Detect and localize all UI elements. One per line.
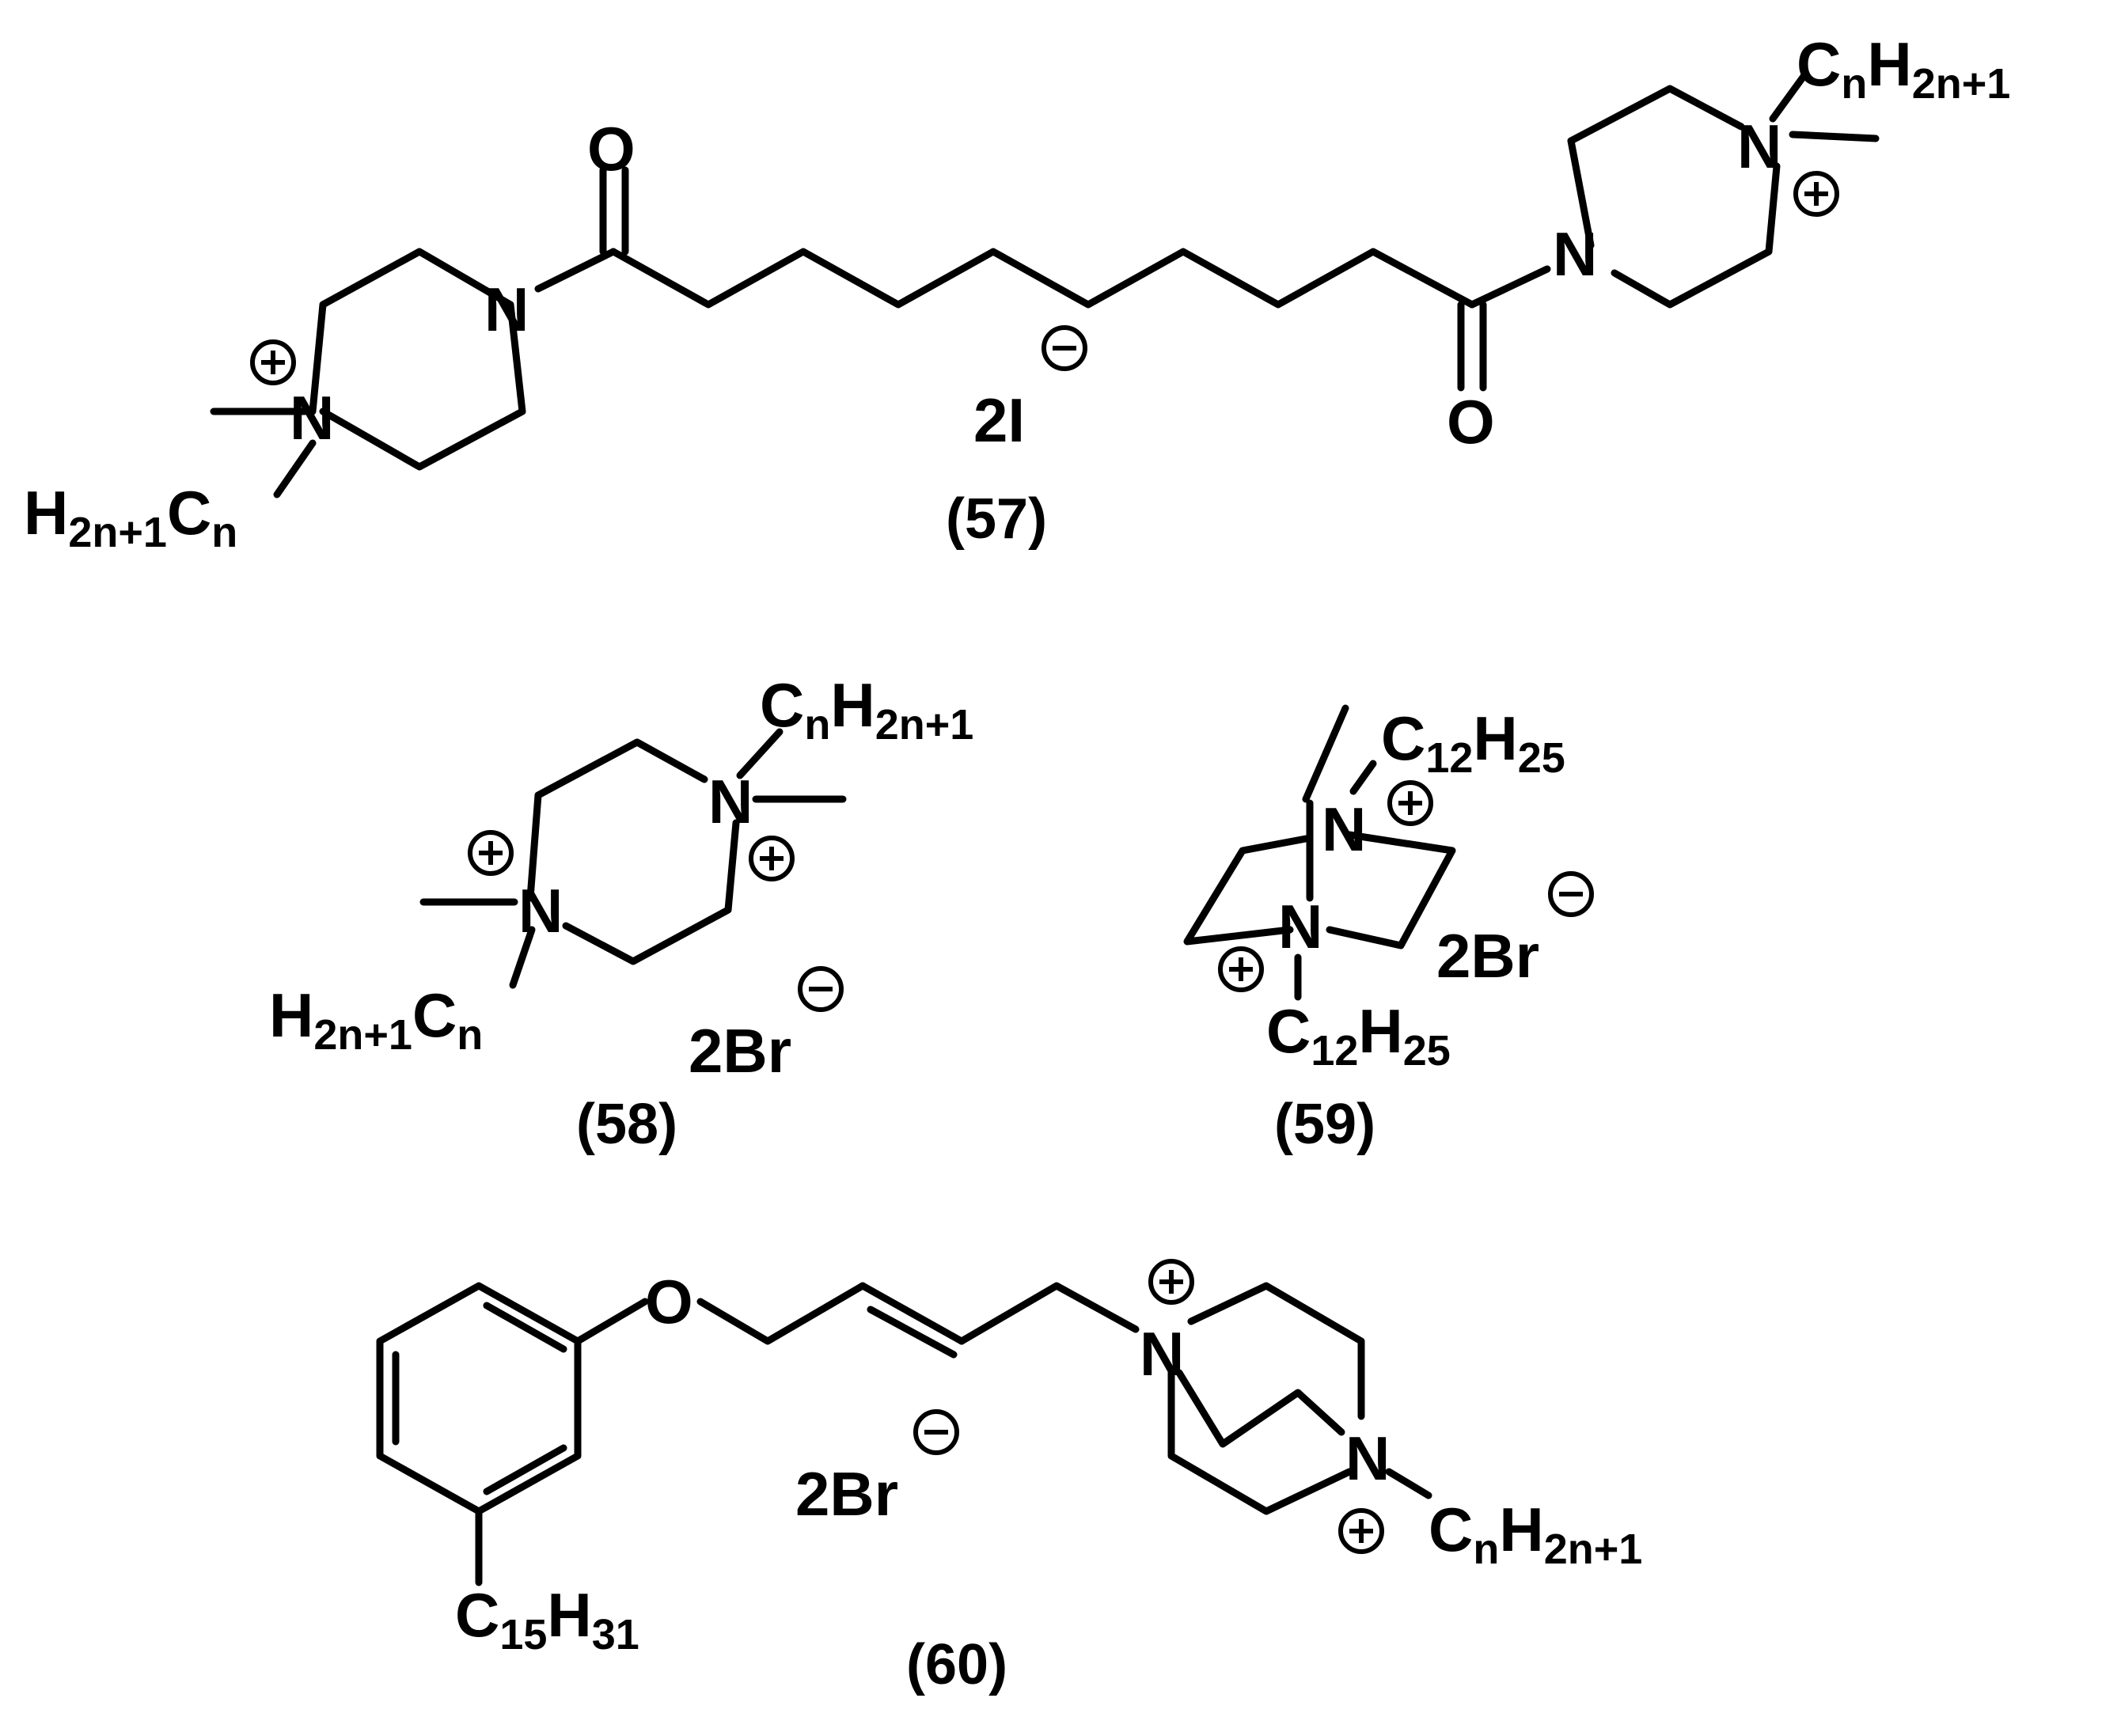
left-amide-nitrogen: N xyxy=(484,275,529,344)
iodide-minus-charge xyxy=(1042,325,1087,371)
compound-60-counterion: 2Br xyxy=(795,1459,898,1529)
right-quaternary-nitrogen: N xyxy=(1737,112,1781,181)
lower-alkyl-label: H2n+1Cn xyxy=(269,980,483,1059)
cage-lower xyxy=(1167,1369,1353,1515)
compound-57-caption: (57) xyxy=(946,487,1047,551)
right-plus-charge xyxy=(1793,171,1839,217)
compound-59-bonds xyxy=(1183,704,1456,1001)
alkyl-chain xyxy=(609,248,1476,309)
compound-57-bonds xyxy=(210,71,1880,498)
compound-58-counterion: 2Br xyxy=(689,1016,791,1086)
allyl-chain xyxy=(958,1282,1140,1345)
alkyl-label: CnH2n+1 xyxy=(1429,1495,1642,1573)
plus-charge-1 xyxy=(1148,1259,1194,1305)
quaternary-nitrogen-1: N xyxy=(1140,1319,1184,1389)
compound-59-atoms: N N xyxy=(1278,794,1366,961)
c-symbol: C xyxy=(167,478,211,548)
right-piperazine-upper xyxy=(1567,85,1745,249)
alkyl-bond-right xyxy=(736,728,784,779)
left-amide-bond xyxy=(534,248,617,293)
compound-59-caption: (59) xyxy=(1274,1093,1375,1156)
left-n-alkyl-bond xyxy=(273,439,317,498)
compound-57: N N O O N N H2n+1Cn CnH2n+1 2I (57) xyxy=(24,29,2010,556)
lower-plus-charge xyxy=(1218,946,1264,992)
left-piperazine-ring xyxy=(309,248,526,471)
piperazine-upper xyxy=(526,738,708,902)
c-symbol: C xyxy=(1797,29,1841,99)
pentadecyl-label: C15H31 xyxy=(455,1580,639,1658)
left-carbonyl-oxygen: O xyxy=(587,114,636,184)
quaternary-nitrogen-2: N xyxy=(1345,1423,1390,1493)
alkyl-bond-left xyxy=(509,926,536,989)
bridge-top-1 xyxy=(1302,704,1349,803)
bromide-minus-charge xyxy=(913,1409,959,1455)
right-piperazine-lower xyxy=(1611,162,1781,309)
upper-quaternary-nitrogen: N xyxy=(1322,794,1366,864)
compound-60: O N N C15H31 CnH2n+1 2Br (60) xyxy=(376,1259,1642,1696)
h-symbol: H xyxy=(1867,29,1911,99)
lower-quaternary-nitrogen: N xyxy=(518,876,563,946)
compound-60-atoms: O N N xyxy=(645,1267,1390,1493)
h-symbol: H xyxy=(24,478,68,548)
left-quaternary-nitrogen: N xyxy=(290,383,334,453)
compound-58: N N H2n+1Cn CnH2n+1 2Br (58) xyxy=(269,670,973,1156)
upper-dodecyl-label: C12H25 xyxy=(1381,703,1565,782)
compound-59-counterion: 2Br xyxy=(1436,921,1539,991)
bridge-right xyxy=(1326,831,1456,949)
lower-plus-charge xyxy=(468,830,514,876)
compound-59: N N C12H25 C12H25 2Br (59) xyxy=(1183,703,1594,1156)
compound-60-bonds xyxy=(376,1282,1432,1586)
right-amide-nitrogen: N xyxy=(1553,219,1597,289)
right-n-methyl-bond xyxy=(1789,131,1880,142)
bromide-minus-charge xyxy=(798,966,844,1012)
upper-alkyl-label: CnH2n+1 xyxy=(760,670,973,749)
right-n-alkyl-bond xyxy=(1769,71,1808,123)
cage-upper xyxy=(1187,1282,1365,1420)
benzene-inner-bottom xyxy=(483,1444,567,1495)
right-alkyl-label: CnH2n+1 xyxy=(1797,29,2010,108)
benzene-inner-top xyxy=(483,1302,567,1353)
benzene-ring xyxy=(376,1282,582,1515)
compound-58-atoms: N N xyxy=(518,767,753,946)
plus-charge-2 xyxy=(1338,1508,1384,1554)
upper-plus-charge xyxy=(1387,780,1433,826)
bridge-left xyxy=(1183,835,1310,946)
ether-chain xyxy=(696,1282,867,1345)
cage-middle xyxy=(1175,1369,1345,1448)
aryl-oxygen-bond xyxy=(574,1298,649,1345)
right-amide-bond xyxy=(1468,265,1551,309)
h-subscript: 2n+1 xyxy=(68,509,167,556)
right-carbonyl-oxygen: O xyxy=(1447,387,1495,457)
h-subscript: 2n+1 xyxy=(1912,60,2011,108)
c-subscript: n xyxy=(1841,60,1867,108)
bromide-minus-charge xyxy=(1548,871,1594,917)
lower-quaternary-nitrogen: N xyxy=(1278,892,1322,961)
compound-57-counterion: 2I xyxy=(973,385,1025,455)
compound-57-atoms: N N O O N N xyxy=(290,112,1781,457)
alkyl-bond xyxy=(1385,1468,1432,1499)
compound-58-caption: (58) xyxy=(576,1093,677,1156)
alkene-double xyxy=(867,1306,958,1359)
left-alkyl-label: H2n+1Cn xyxy=(24,478,237,556)
upper-alkyl-bond xyxy=(1349,760,1377,795)
compound-58-bonds xyxy=(419,728,847,989)
upper-plus-charge xyxy=(749,836,795,881)
c-subscript: n xyxy=(211,509,237,556)
lower-dodecyl-label: C12H25 xyxy=(1266,996,1451,1075)
ether-oxygen: O xyxy=(645,1267,693,1336)
upper-quaternary-nitrogen: N xyxy=(708,767,753,836)
compound-60-caption: (60) xyxy=(906,1633,1007,1696)
left-plus-charge xyxy=(250,339,296,385)
piperazine-lower xyxy=(562,819,740,965)
alkene-single xyxy=(859,1282,966,1345)
